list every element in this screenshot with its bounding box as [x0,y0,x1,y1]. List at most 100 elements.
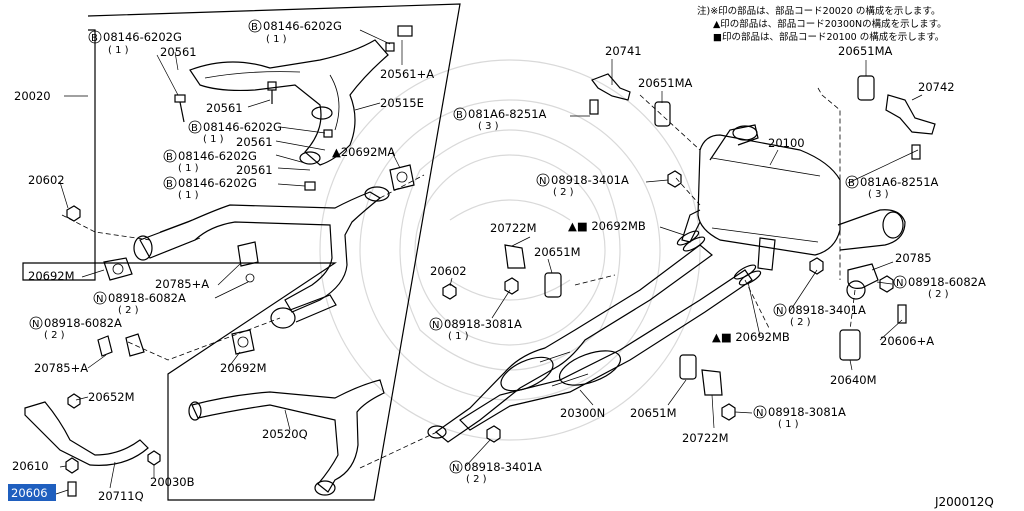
label-08918-3081A-a[interactable]: 08918-3081A [444,317,522,331]
label-20692MB-a[interactable]: ▲■ 20692MB [568,219,646,233]
label-08146-6202G-4[interactable]: 08146-6202G [178,149,257,163]
bracket-20722M-b[interactable] [701,369,736,421]
note-line-2: ▲印の部品は、部品コード20300Nの構成を示します。 [713,18,947,30]
gasket-20692M-a[interactable] [103,257,133,281]
label-08918-3081A-b[interactable]: 08918-3081A [768,405,846,419]
nut-20602-b[interactable] [442,283,457,300]
label-20742[interactable]: 20742 [918,80,955,94]
qty-label: ( 1 ) [108,45,129,56]
label-20692M-a[interactable]: 20692M [28,269,75,283]
label-08918-6082A-b[interactable]: 08918-6082A [44,316,122,330]
center-pipe-20520Q[interactable] [188,379,385,496]
hanger-20741[interactable] [589,73,631,115]
label-20300N[interactable]: 20300N [560,406,605,420]
label-20100[interactable]: 20100 [768,136,805,150]
hanger-20742[interactable] [885,94,936,160]
bracket-20785A-b[interactable] [97,333,145,357]
label-08146-6202G-1[interactable]: 08146-6202G [103,30,182,44]
label-08146-6202G-5[interactable]: 08146-6202G [178,176,257,190]
label-20651M-b[interactable]: 20651M [630,406,677,420]
svg-text:N: N [432,320,439,331]
gasket-20692MA[interactable] [389,164,415,191]
front-pipe-20602-assembly[interactable] [133,186,390,329]
label-20602-a[interactable]: 20602 [28,173,65,187]
label-20561-b[interactable]: 20561 [206,101,243,115]
gasket-20692M-b[interactable] [231,329,255,355]
qty-label: ( 1 ) [448,331,469,342]
qty-label: ( 2 ) [118,305,139,316]
label-20561-a[interactable]: 20561 [160,45,197,59]
label-20640M[interactable]: 20640M [830,373,877,387]
mount-20651MA-b[interactable] [857,75,875,101]
label-20652M[interactable]: 20652M [88,390,135,404]
label-20520Q[interactable]: 20520Q [262,427,308,441]
label-20606A[interactable]: 20606+A [880,334,934,348]
leader-lines [55,29,923,495]
bracket-20722M-a[interactable] [504,244,526,295]
label-20785A-a[interactable]: 20785+A [155,277,209,291]
label-081A6-8251A-a[interactable]: 081A6-8251A [468,107,547,121]
gasket-20692MB-b[interactable] [733,263,763,288]
bracket-20711Q[interactable] [24,393,161,497]
bolt-marker-4: B [163,149,177,163]
label-20602-b[interactable]: 20602 [430,264,467,278]
label-20030B[interactable]: 20030B [150,475,195,489]
label-20561-c[interactable]: 20561 [236,135,273,149]
nut-20602-a[interactable] [66,205,81,222]
label-20692M-b[interactable]: 20692M [220,361,267,375]
nut-marker-c: N [536,173,550,187]
svg-text:B: B [456,110,463,121]
label-08918-3401A-c[interactable]: 08918-3401A [464,460,542,474]
qty-label: ( 1 ) [778,419,799,430]
qty-label: ( 2 ) [790,317,811,328]
label-20561-d[interactable]: 20561 [236,163,273,177]
heat-insulator-20785[interactable] [846,263,879,300]
front-pipe-group-outline [22,3,461,501]
svg-text:B: B [166,152,173,163]
mount-20651M-a[interactable] [544,272,562,298]
label-08918-3401A-a[interactable]: 08918-3401A [551,173,629,187]
label-081A6-8251A-b[interactable]: 081A6-8251A [860,175,939,189]
label-20020[interactable]: 20020 [14,89,51,103]
bolt-group-upper[interactable] [174,25,413,191]
mount-20651MA-a[interactable] [654,101,671,127]
svg-text:N: N [452,463,459,474]
label-20651MA-b[interactable]: 20651MA [838,44,893,58]
label-20692MB-b[interactable]: ▲■ 20692MB [712,330,790,344]
label-20515E[interactable]: 20515E [380,96,424,110]
label-20722M-b[interactable]: 20722M [682,431,729,445]
label-08918-3401A-b[interactable]: 08918-3401A [788,303,866,317]
svg-text:N: N [776,306,783,317]
svg-text:B: B [166,179,173,190]
label-20606[interactable]: 20606 [11,486,48,500]
nut-group-right[interactable] [486,170,894,443]
bolt-marker-7: B [845,175,859,189]
label-20722M-a[interactable]: 20722M [490,221,537,235]
label-20692MA[interactable]: ▲20692MA [332,145,395,159]
label-20651M-a[interactable]: 20651M [534,245,581,259]
bracket-20785A-a[interactable] [237,241,259,283]
svg-text:B: B [848,178,855,189]
svg-text:N: N [756,408,763,419]
label-20785[interactable]: 20785 [895,251,932,265]
nut-marker-a: N [93,291,107,305]
center-muffler-20300N[interactable] [427,244,753,443]
label-08918-6082A-c[interactable]: 08918-6082A [908,275,986,289]
front-tube-20515E[interactable] [189,39,389,166]
label-20610[interactable]: 20610 [12,459,49,473]
main-muffler-20100[interactable] [681,124,906,271]
qty-label: ( 2 ) [44,330,65,341]
label-20741[interactable]: 20741 [605,44,642,58]
gasket-20692MB-a[interactable] [676,229,707,254]
highlighted-part-20606[interactable]: 20606 [8,484,56,501]
label-20711Q[interactable]: 20711Q [98,489,144,503]
label-08146-6202G-3[interactable]: 08146-6202G [203,120,282,134]
label-20561A-1[interactable]: 20561+A [380,67,434,81]
note-line-3: ■印の部品は、部品コード20100 の構成を示します。 [713,31,944,43]
mount-20651M-b[interactable] [679,354,697,380]
label-20651MA-a[interactable]: 20651MA [638,76,693,90]
label-20785A-b[interactable]: 20785+A [34,361,88,375]
label-08918-6082A-a[interactable]: 08918-6082A [108,291,186,305]
label-08146-6202G-2[interactable]: 08146-6202G [263,19,342,33]
qty-label: ( 3 ) [868,189,889,200]
